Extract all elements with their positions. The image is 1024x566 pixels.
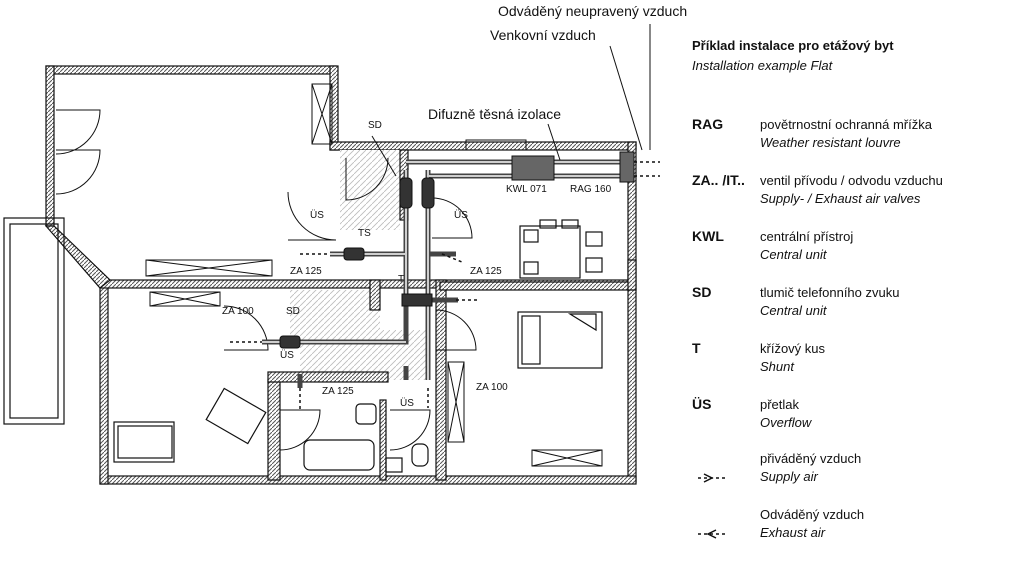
legend-desc-us: přetlak [760,397,800,412]
legend-code-kwl: KWL [692,228,724,244]
za125-label-bottom: ZA 125 [322,386,354,397]
legend-code-rag: RAG [692,116,724,132]
legend-desc-rag: povětrnostní ochranná mřížka [760,117,932,132]
legend-en-kwl: Central unit [760,247,827,262]
outer-walls [45,65,637,485]
furniture [113,219,603,473]
callout-leaders [371,24,651,177]
corridor-floor [290,290,430,380]
legend-en-sd: Central unit [760,303,827,318]
legend-en-exhaust: Exhaust air [760,525,826,540]
us-label-4: ÜS [400,398,414,409]
sd-label-left: SD [286,306,300,317]
legend-line-symbols [698,473,726,539]
kwl071-label: KWL 071 [506,184,547,195]
us-label-2: ÜS [454,210,468,221]
legend-desc-t: křížový kus [760,341,826,356]
legend-title: Příklad instalace pro etážový byt [692,38,894,53]
legend-code-za: ZA.. /IT.. [692,172,745,188]
legend-desc-sd: tlumič telefonního zvuku [760,285,900,300]
legend-code-sd: SD [692,284,712,300]
za100-label-left: ZA 100 [222,306,254,317]
windows [145,83,603,467]
sd-label-top: SD [368,120,382,131]
hall-floor [340,150,400,230]
balcony [3,217,65,425]
legend-en-rag: Weather resistant louvre [760,135,901,150]
exhaust-untreated-label: Odváděný neupravený vzduch [498,3,688,19]
air-flow-arrows [230,161,660,410]
components [279,151,635,349]
za125-label-left: ZA 125 [290,266,322,277]
za100-label-right: ZA 100 [476,382,508,393]
legend-subtitle: Installation example Flat [692,58,833,73]
legend-desc-za: ventil přívodu / odvodu vzduchu [760,173,943,188]
legend-en-us: Overflow [760,415,812,430]
legend-en-za: Supply- / Exhaust air valves [760,191,921,206]
legend-en-supply: Supply air [760,469,818,484]
legend-code-us: ÜS [692,396,712,412]
doors [55,109,477,451]
diffusion-insulation-label: Difuzně těsná izolace [428,106,562,122]
legend-desc-kwl: centrální přístroj [760,229,854,244]
ts-label: TS [358,228,371,239]
slanted-wall [44,225,111,289]
legend-en-t: Shunt [760,359,794,374]
legend-desc-exhaust: Odváděný vzduch [760,507,865,522]
za125-label-right: ZA 125 [470,266,502,277]
us-label-3: ÜS [280,350,294,361]
rag160-label: RAG 160 [570,184,612,195]
outdoor-air-label: Venkovní vzduch [490,27,596,43]
legend-desc-supply: přiváděný vzduch [760,451,862,466]
t-label: T [398,274,405,285]
legend-code-t: T [692,340,701,356]
us-label-1: ÜS [310,210,324,221]
